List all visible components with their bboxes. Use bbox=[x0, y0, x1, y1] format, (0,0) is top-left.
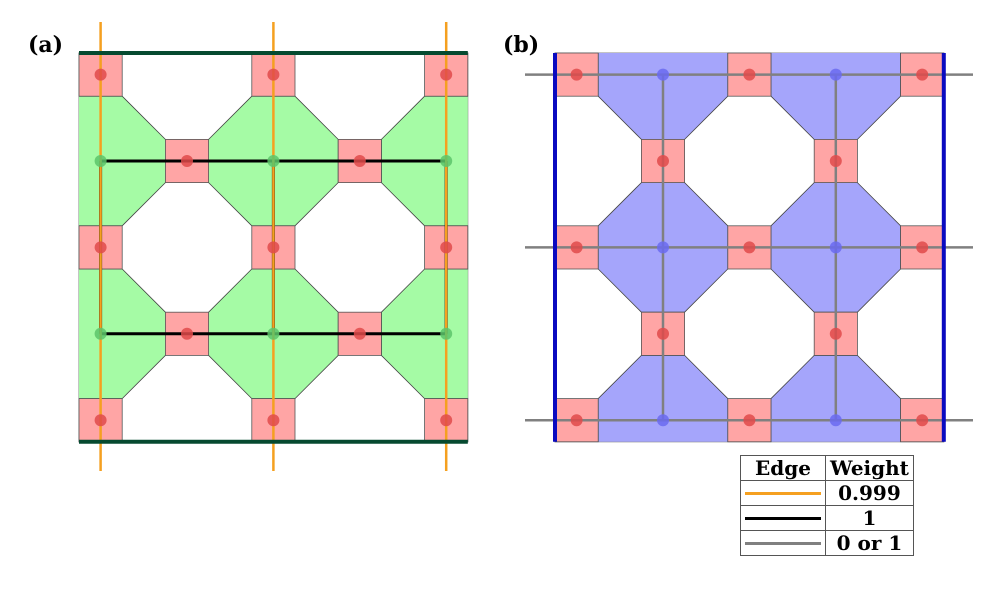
green-node bbox=[440, 327, 453, 340]
legend-row: 0.999 bbox=[740, 480, 914, 506]
legend-table: Edge Weight 0.999 1 0 or 1 bbox=[740, 455, 914, 556]
legend-header: Edge Weight bbox=[740, 455, 914, 481]
black-edge-swatch bbox=[745, 516, 821, 520]
panel-a bbox=[78, 22, 469, 471]
red-node bbox=[181, 155, 193, 167]
red-node bbox=[440, 68, 453, 81]
red-node bbox=[440, 241, 453, 254]
panel-b-label: (b) bbox=[503, 32, 539, 58]
red-node bbox=[267, 414, 280, 427]
red-node bbox=[94, 241, 107, 254]
red-node bbox=[657, 155, 669, 167]
red-node bbox=[743, 414, 756, 427]
legend-weight: 0 or 1 bbox=[825, 530, 914, 556]
legend-header-weight: Weight bbox=[825, 455, 914, 481]
green-node bbox=[94, 327, 107, 340]
blue-node bbox=[657, 414, 669, 427]
blue-node bbox=[657, 241, 669, 254]
panel-a-label: (a) bbox=[28, 32, 63, 58]
red-node bbox=[570, 68, 583, 81]
legend-weight: 0.999 bbox=[825, 480, 914, 506]
red-node bbox=[743, 241, 756, 254]
red-node bbox=[440, 414, 453, 427]
blue-node bbox=[829, 241, 842, 254]
green-node bbox=[440, 155, 453, 167]
red-node bbox=[181, 327, 193, 340]
red-node bbox=[94, 414, 107, 427]
legend-header-edge: Edge bbox=[740, 455, 826, 481]
panel-b bbox=[525, 52, 973, 443]
legend-row: 1 bbox=[740, 505, 914, 531]
blue-node bbox=[829, 414, 842, 427]
blue-node bbox=[657, 68, 669, 81]
green-node bbox=[267, 327, 280, 340]
red-node bbox=[916, 241, 929, 254]
red-node bbox=[267, 241, 280, 254]
red-node bbox=[267, 68, 280, 81]
orange-edge-swatch bbox=[745, 491, 821, 495]
red-node bbox=[829, 327, 842, 340]
red-node bbox=[353, 327, 366, 340]
legend-row: 0 or 1 bbox=[740, 530, 914, 556]
red-node bbox=[743, 68, 756, 81]
red-node bbox=[829, 155, 842, 167]
red-node bbox=[570, 414, 583, 427]
gray-edge-swatch bbox=[745, 541, 821, 545]
legend-weight: 1 bbox=[825, 505, 914, 531]
red-node bbox=[570, 241, 583, 254]
red-node bbox=[353, 155, 366, 167]
green-node bbox=[94, 155, 107, 167]
green-node bbox=[267, 155, 280, 167]
red-node bbox=[657, 327, 669, 340]
red-node bbox=[916, 68, 929, 81]
blue-node bbox=[829, 68, 842, 81]
red-node bbox=[94, 68, 107, 81]
red-node bbox=[916, 414, 929, 427]
